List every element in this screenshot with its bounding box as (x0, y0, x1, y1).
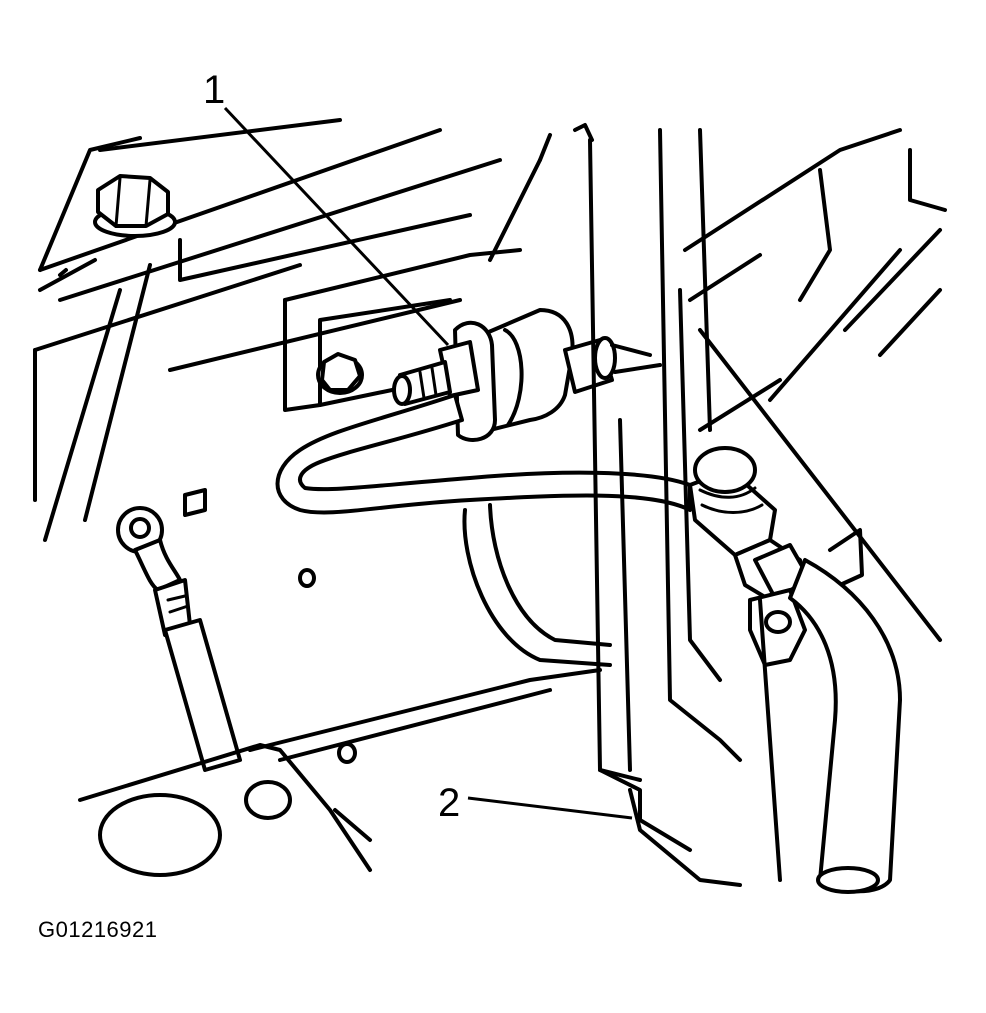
hex-bolt-top-left (93, 174, 177, 238)
mounting-bracket (183, 248, 522, 517)
callout-2-leader (467, 796, 633, 820)
callout-1-leader (223, 106, 450, 347)
fuel-pipe (275, 393, 692, 667)
bracket-bolt (316, 352, 364, 395)
figure-identifier: G01216921 (38, 917, 158, 942)
ground-cable (116, 506, 242, 772)
flexible-fuel-hose (788, 558, 902, 894)
hose-fitting (688, 446, 864, 667)
callout-number-2: 2 (438, 781, 461, 825)
callout-number-1: 1 (203, 68, 226, 112)
upper-frame-panel (33, 118, 552, 542)
upper-right-panel (698, 148, 947, 432)
lower-floor-panel (78, 568, 602, 877)
fuel-line-fitting (392, 308, 662, 442)
frame-rail (573, 123, 942, 887)
